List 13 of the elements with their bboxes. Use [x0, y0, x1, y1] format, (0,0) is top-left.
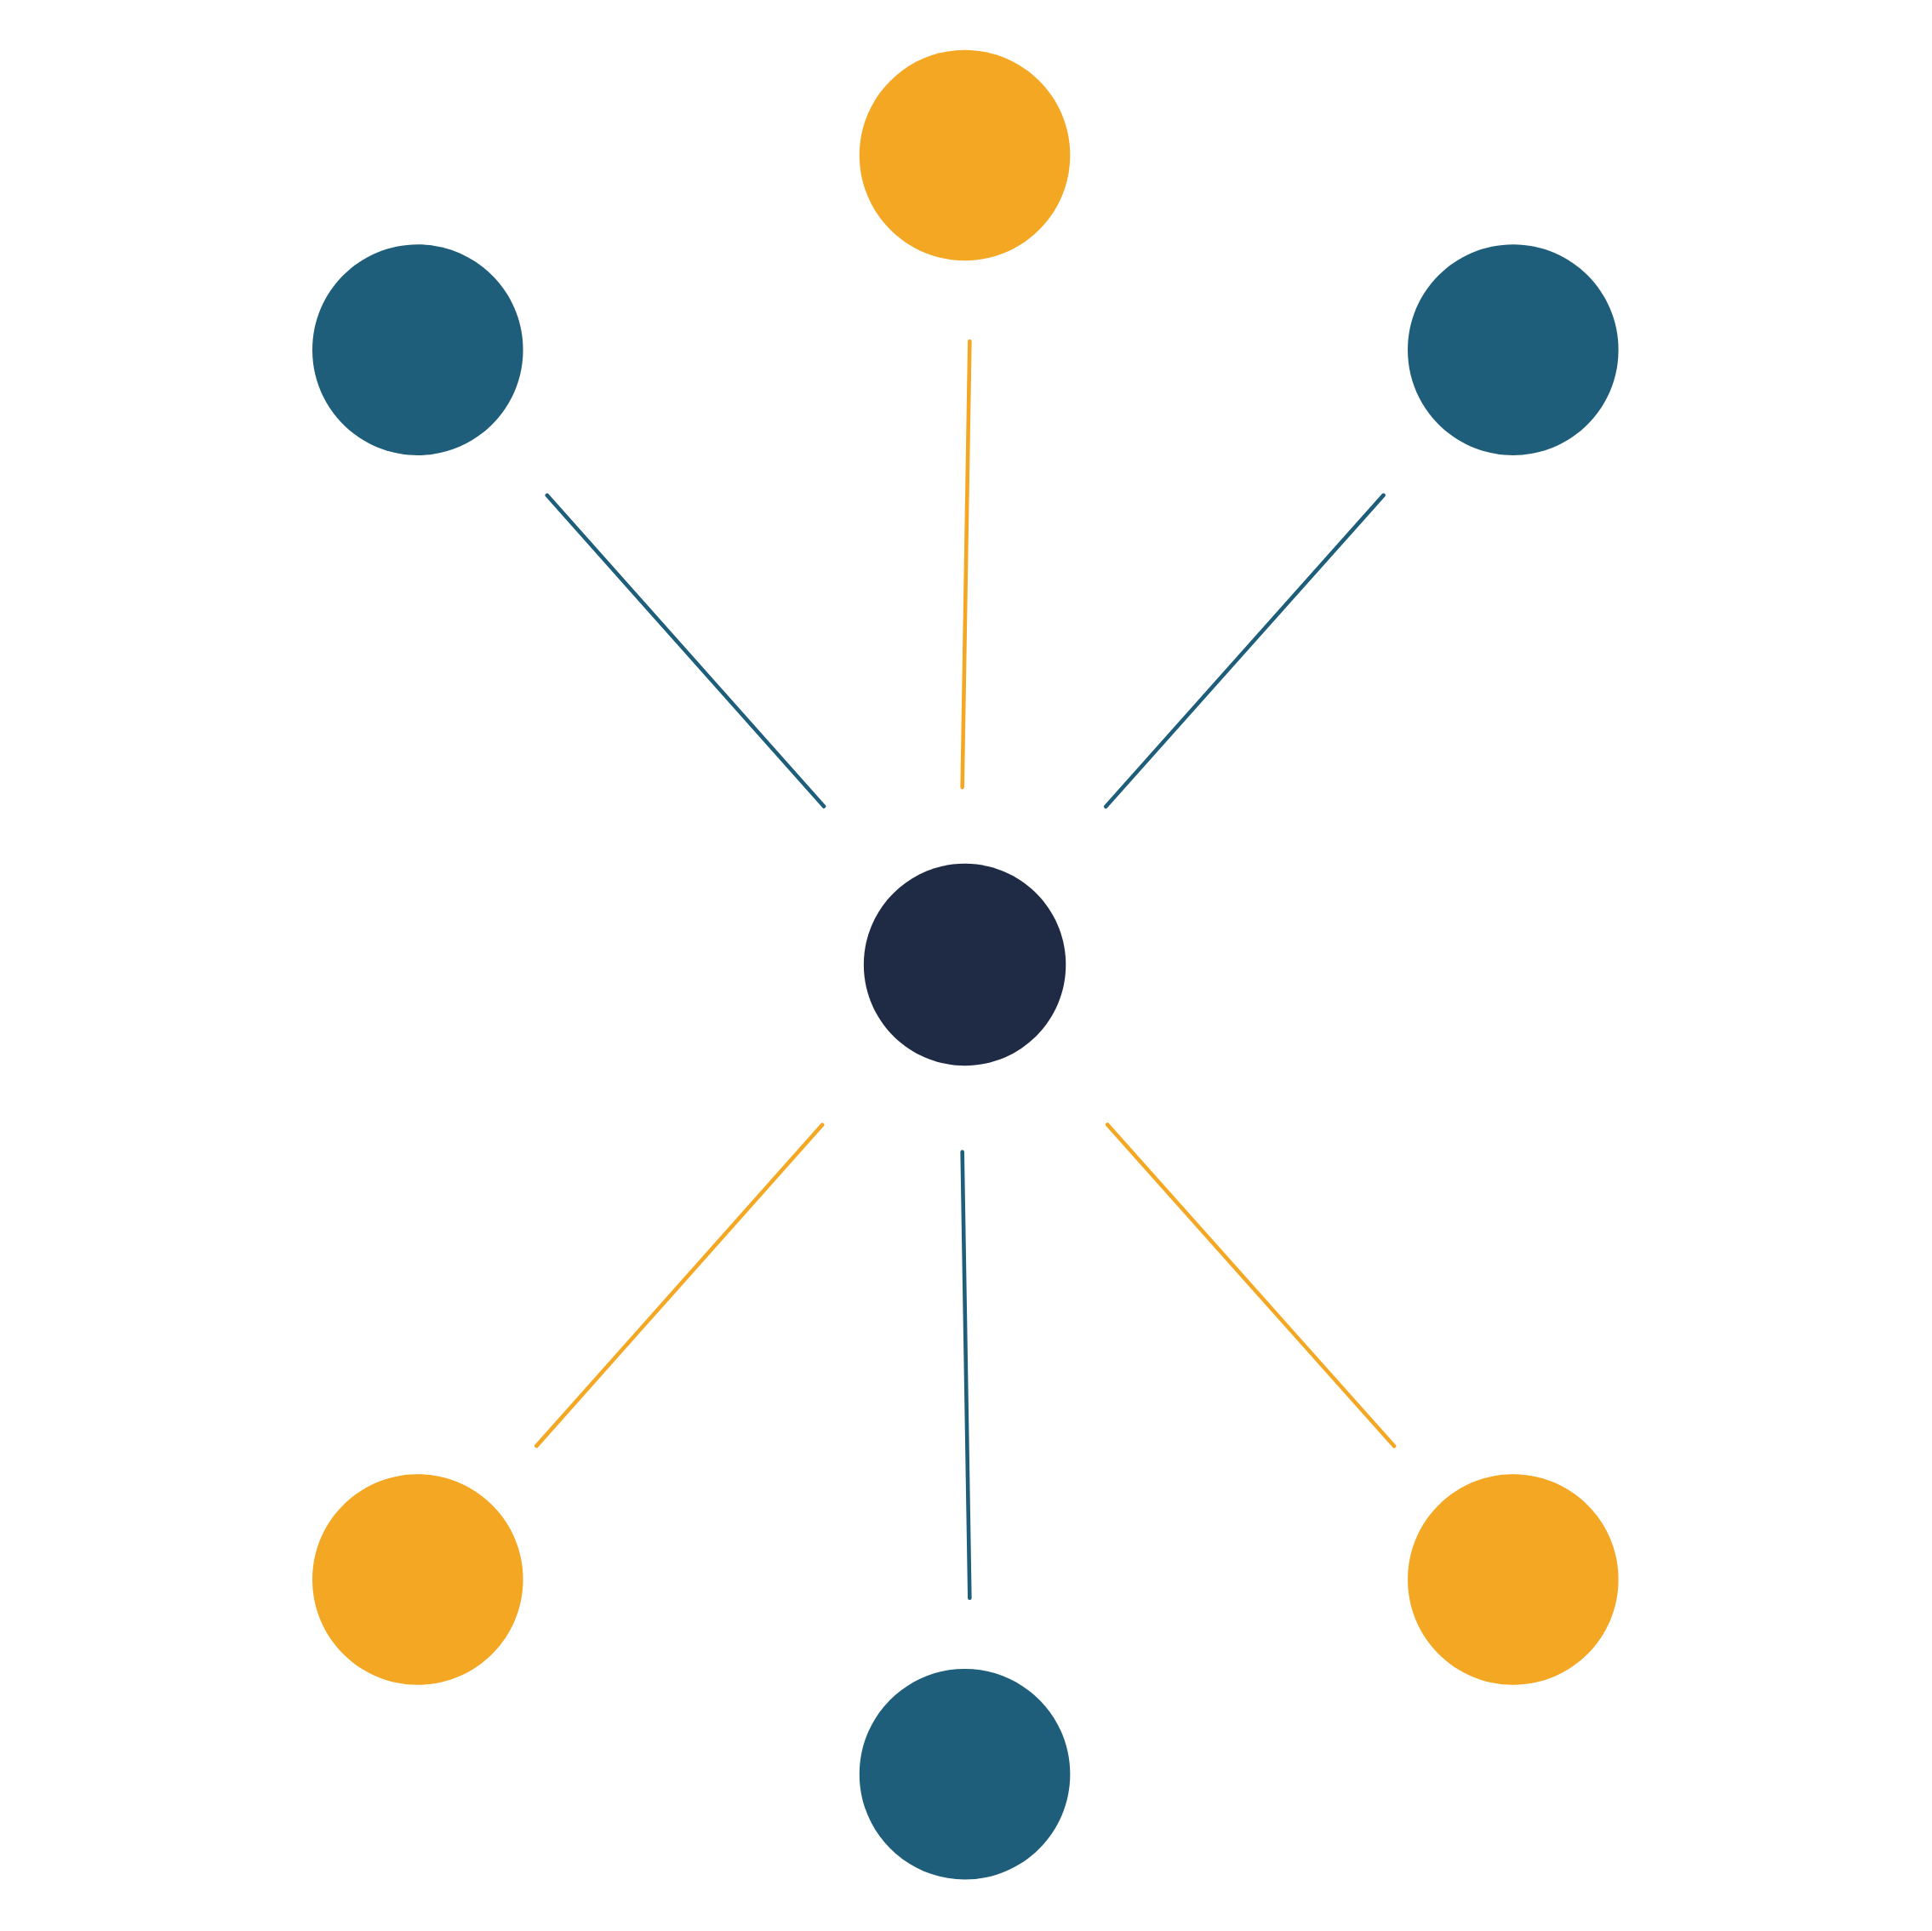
circle [1408, 1474, 1619, 1685]
connector-line [534, 1123, 825, 1448]
connector-line [545, 493, 826, 808]
connector-line [960, 339, 972, 790]
circle [312, 244, 523, 455]
circle [863, 863, 1066, 1066]
connector-line [1105, 1123, 1397, 1448]
circle [312, 1474, 523, 1685]
circle [859, 49, 1071, 261]
circle [1408, 244, 1619, 455]
circle [859, 1668, 1071, 1880]
connector-line [960, 1150, 972, 1600]
connector-line [1104, 493, 1386, 808]
